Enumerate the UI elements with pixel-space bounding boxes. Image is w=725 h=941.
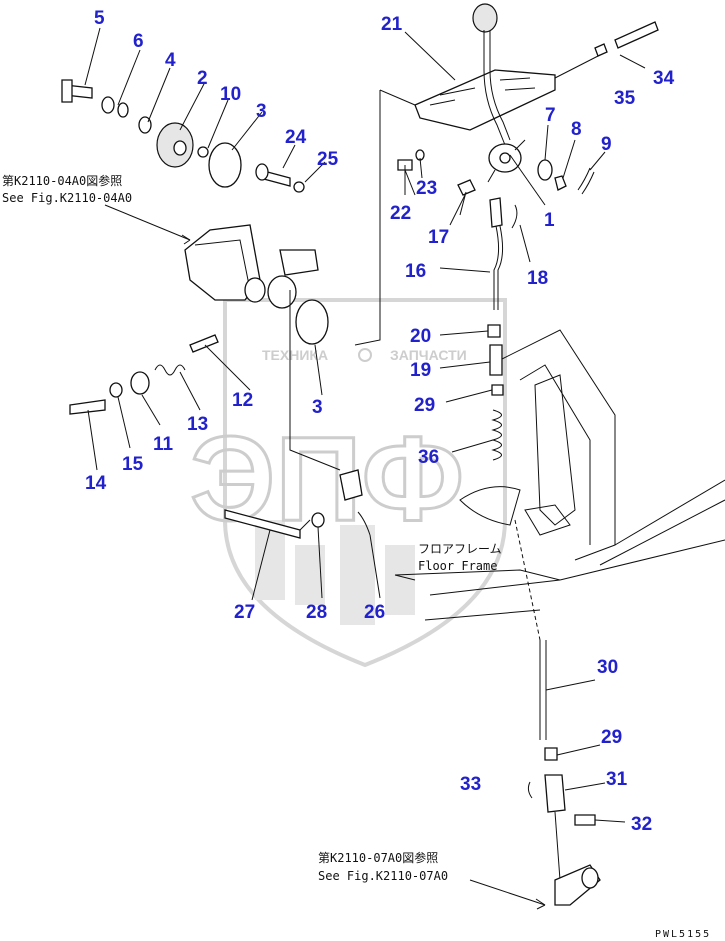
callout-13: 13 <box>187 414 208 435</box>
callout-9: 9 <box>601 134 612 155</box>
callout-15: 15 <box>122 454 144 475</box>
callout-30: 30 <box>597 657 618 678</box>
callout-12: 12 <box>232 390 253 411</box>
callout-18: 18 <box>527 268 548 289</box>
callout-25: 25 <box>317 149 339 170</box>
reference-note-2-jp: 第K2110-07A0図参照 <box>318 850 438 865</box>
callout-4: 4 <box>165 50 176 71</box>
callout-5: 5 <box>94 8 105 29</box>
callout-10: 10 <box>220 84 241 105</box>
shift-lever-assembly <box>397 3 659 310</box>
callout-24: 24 <box>285 127 307 148</box>
callout-32: 32 <box>631 814 652 835</box>
floor-frame-drawing <box>394 329 725 641</box>
callouts: 5 6 4 2 10 3 24 25 21 34 35 7 8 9 1 23 2… <box>85 8 675 835</box>
callout-14: 14 <box>85 473 107 494</box>
callout-31: 31 <box>606 769 628 790</box>
reference-note-1-jp: 第K2110-04A0図参照 <box>2 173 122 188</box>
callout-22: 22 <box>390 203 411 224</box>
callout-35: 35 <box>614 88 636 109</box>
watermark: ЭПФ ТЕХНИКА ЗАПЧАСТИ <box>189 298 507 668</box>
bracket-assembly <box>61 79 371 539</box>
reference-note-2-en: See Fig.K2110-07A0 <box>318 869 448 883</box>
callout-29-upper: 29 <box>414 395 435 416</box>
callout-7: 7 <box>545 105 556 126</box>
callout-23: 23 <box>416 178 437 199</box>
callout-20: 20 <box>410 326 431 347</box>
callout-27: 27 <box>234 602 255 623</box>
watermark-left-text: ТЕХНИКА <box>262 347 328 363</box>
drawing-code: PWL5155 <box>655 929 711 940</box>
callout-3-upper: 3 <box>256 101 267 122</box>
callout-6: 6 <box>133 31 144 52</box>
callout-11: 11 <box>153 434 174 455</box>
watermark-right-text: ЗАПЧАСТИ <box>390 347 467 363</box>
callout-34: 34 <box>653 68 675 89</box>
callout-2: 2 <box>197 68 208 89</box>
callout-16: 16 <box>405 261 426 282</box>
callout-19: 19 <box>410 360 431 381</box>
leader-lines <box>84 27 646 910</box>
reference-note-1-en: See Fig.K2110-04A0 <box>2 191 132 205</box>
callout-3-lower: 3 <box>312 397 323 418</box>
callout-26: 26 <box>364 602 385 623</box>
callout-29-lower: 29 <box>601 727 622 748</box>
floor-frame-label-jp: フロアフレーム <box>418 542 502 556</box>
callout-21: 21 <box>381 14 403 35</box>
floor-frame-label-en: Floor Frame <box>418 559 497 573</box>
callout-8: 8 <box>571 119 582 140</box>
watermark-big-text: ЭПФ <box>190 412 464 546</box>
callout-28: 28 <box>306 602 327 623</box>
callout-33: 33 <box>460 774 481 795</box>
callout-36: 36 <box>418 447 439 468</box>
callout-17: 17 <box>428 227 449 248</box>
callout-1: 1 <box>544 210 555 231</box>
rod-assembly <box>487 324 601 906</box>
